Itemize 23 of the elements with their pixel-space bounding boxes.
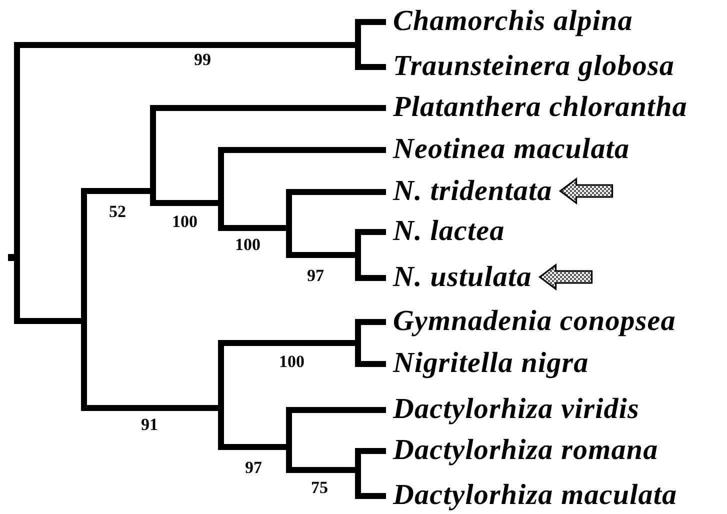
support-value: 75 bbox=[311, 479, 328, 497]
pointer-arrow bbox=[538, 263, 593, 291]
taxon-name: Dactylorhiza romana bbox=[393, 434, 666, 466]
taxon-name: Dactylorhiza viridis bbox=[393, 393, 648, 425]
taxon-name: Neotinea maculata bbox=[393, 133, 638, 165]
support-value: 97 bbox=[245, 459, 262, 477]
pointer-arrow bbox=[558, 177, 614, 205]
support-value: 99 bbox=[194, 51, 211, 69]
taxon-name: N. tridentata bbox=[393, 175, 560, 207]
taxon-name: Nigritella nigra bbox=[393, 347, 597, 379]
support-value: 100 bbox=[172, 213, 198, 231]
support-value: 91 bbox=[141, 416, 158, 434]
taxon-name: Traunsteinera globosa bbox=[393, 50, 682, 82]
taxon-name: Platanthera chlorantha bbox=[393, 91, 696, 123]
support-value: 52 bbox=[109, 203, 126, 221]
taxon-name: Gymnadenia conopsea bbox=[393, 305, 684, 337]
taxon-name: N. lactea bbox=[393, 215, 513, 247]
taxon-name: Chamorchis alpina bbox=[393, 5, 641, 37]
support-value: 100 bbox=[279, 353, 304, 371]
taxon-name: N. ustulata bbox=[393, 261, 540, 293]
taxon-name: Dactylorhiza maculata bbox=[393, 479, 686, 511]
support-value: 97 bbox=[307, 267, 324, 285]
support-value: 100 bbox=[235, 236, 260, 254]
